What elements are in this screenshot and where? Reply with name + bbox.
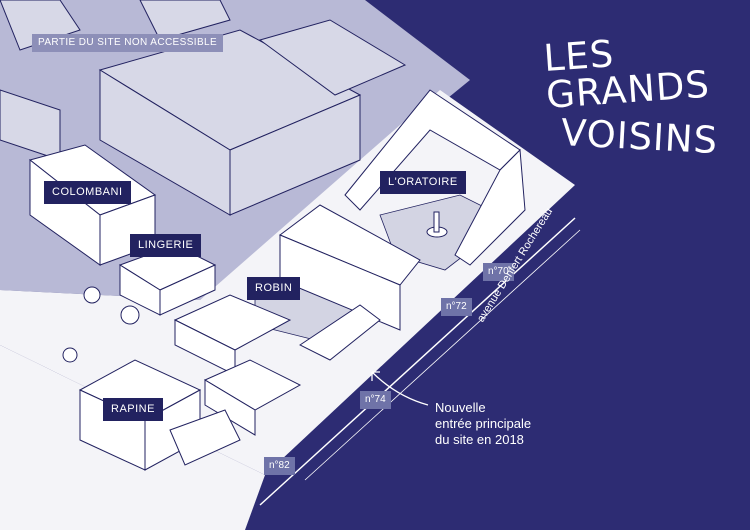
building-label-oratoire: L'ORATOIRE [380, 171, 466, 194]
les-grands-voisins-logo: LES GRANDS VOISINS [542, 32, 750, 162]
logo-line-1: LES GRANDS [542, 32, 712, 117]
restricted-buildings [0, 0, 407, 216]
street-number-74: n°74 [360, 391, 391, 409]
fountain-statue [433, 211, 440, 233]
street-edge [304, 229, 581, 481]
street-number-82: n°82 [264, 457, 295, 475]
oratoire-robin-buildings [173, 89, 526, 436]
rapine-building [78, 359, 241, 471]
logo-line-2: VOISINS [559, 111, 720, 163]
street-number-72: n°72 [441, 298, 472, 316]
building-label-colombani: COLOMBANI [44, 181, 131, 204]
building-label-rapine: RAPINE [103, 398, 163, 421]
entrance-note-line: Nouvelle [435, 400, 486, 415]
street-edge [259, 217, 576, 506]
building-label-robin: ROBIN [247, 277, 301, 300]
street-number-70: n°70 [483, 263, 514, 281]
entrance-note-line: entrée principale [435, 416, 532, 431]
building-label-lingerie: LINGERIE [130, 234, 202, 257]
restricted-zone-label: PARTIE DU SITE NON ACCESSIBLE [32, 34, 224, 52]
trees [62, 286, 140, 363]
entrance-arrow [371, 371, 429, 406]
entrance-note-line: du site en 2018 [435, 432, 524, 447]
entrance-note: Nouvelle entrée principale du site en 20… [435, 400, 531, 448]
